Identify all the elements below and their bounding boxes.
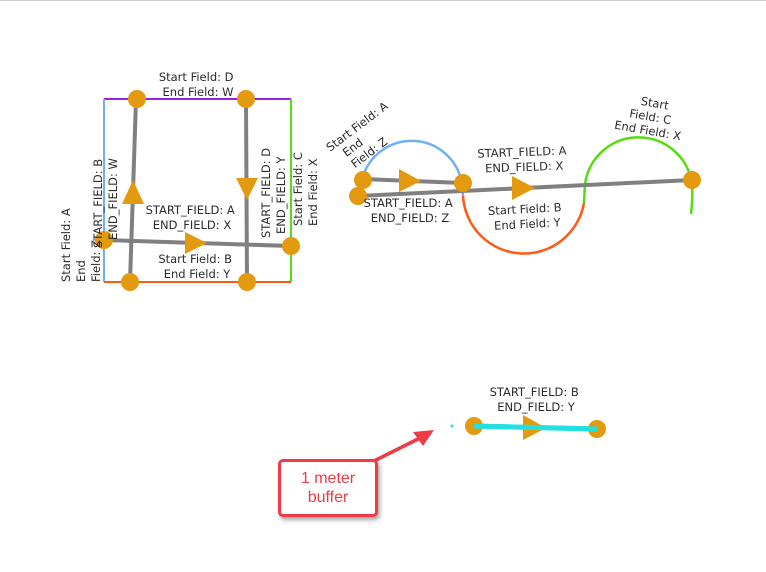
vertex-point (237, 90, 255, 108)
buffer-example-group: START_FIELD: B END_FIELD: Y (450, 385, 606, 440)
square-left-label: Start Field: A End Field: Z (59, 205, 103, 282)
callout-line-1: 1 meter (300, 470, 356, 487)
buffer-point (450, 424, 454, 428)
label-line: END_FIELD: Y (497, 400, 576, 414)
vertex-point (128, 90, 146, 108)
square-right-label: Start Field: C End Field: X (291, 148, 320, 226)
label-line: End Field: W (163, 85, 234, 99)
direction-arrow-right-icon (399, 169, 421, 192)
label-line: END_FIELD: X (485, 159, 564, 176)
direction-arrow-right-icon (512, 176, 535, 200)
label-line: Start Field: B (488, 200, 562, 218)
vertex-point (95, 231, 113, 249)
label-line: END_FIELD: Z (371, 211, 450, 225)
label-line: Start (640, 94, 671, 113)
vertex-point (238, 273, 256, 291)
label-line: END_FIELD: X (153, 218, 232, 232)
callout-arrow-icon (370, 430, 434, 464)
square-group: Start Field: D End Field: W START_FIELD:… (59, 70, 320, 291)
vertex-point (349, 187, 367, 205)
label-line: END_FIELD: Y (274, 155, 288, 234)
direction-arrow-right-icon (185, 232, 207, 254)
vertical-line-1-label: START_FIELD: B END_FIELD: W (91, 155, 120, 248)
short-line-label: START_FIELD: A END_FIELD: Z (364, 196, 457, 225)
vertex-point (282, 237, 300, 255)
label-line: End (74, 260, 88, 282)
label-line: START_FIELD: B (91, 159, 105, 248)
label-line: START_FIELD: A (364, 196, 453, 210)
top-border (0, 0, 766, 1)
label-line: End Field: Y (494, 215, 562, 233)
label-line: START_FIELD: B (490, 385, 579, 399)
square-bottom-label: Start Field: B End Field: Y (158, 252, 235, 281)
orange-arc-label: Start Field: B End Field: Y (488, 200, 567, 233)
callout-box: 1 meter buffer (278, 459, 378, 517)
label-line: Start Field: B (158, 252, 232, 266)
direction-arrow-up-icon (122, 180, 144, 204)
vertex-point (454, 174, 472, 192)
label-line: Start Field: C (291, 152, 305, 226)
green-arc (582, 136, 694, 215)
label-line: START_FIELD: D (259, 148, 273, 238)
callout-line-2: buffer (307, 489, 349, 506)
square-horizontal-label: START_FIELD: A END_FIELD: X (146, 203, 239, 232)
vertical-line-2-label: START_FIELD: D END_FIELD: Y (259, 144, 288, 238)
label-line: START_FIELD: A (146, 203, 235, 217)
orange-arc (461, 195, 586, 255)
cyan-line-overlay (473, 423, 598, 432)
square-top-label: Start Field: D End Field: W (159, 70, 237, 99)
label-line: START_FIELD: A (477, 144, 567, 161)
green-arc-label: Start Field: C End Field: X (613, 90, 687, 143)
vertex-point (683, 171, 701, 189)
vertex-point (121, 273, 139, 291)
blue-arc (360, 139, 465, 197)
long-line-label: START_FIELD: A END_FIELD: X (477, 143, 571, 175)
label-line: Start Field: A (59, 208, 73, 282)
label-line: End Field: Y (164, 267, 232, 281)
label-line: Field: Z (89, 240, 103, 282)
arcs-group: Start Field: A End Field: Z START_FIELD:… (323, 90, 701, 255)
label-line: End Field: X (306, 158, 320, 226)
buffer-line-label: START_FIELD: B END_FIELD: Y (490, 385, 583, 414)
vertex-point (354, 171, 372, 189)
label-line: Start Field: D (159, 70, 234, 84)
label-line: END_FIELD: W (106, 158, 120, 240)
direction-arrow-down-icon (236, 178, 258, 200)
